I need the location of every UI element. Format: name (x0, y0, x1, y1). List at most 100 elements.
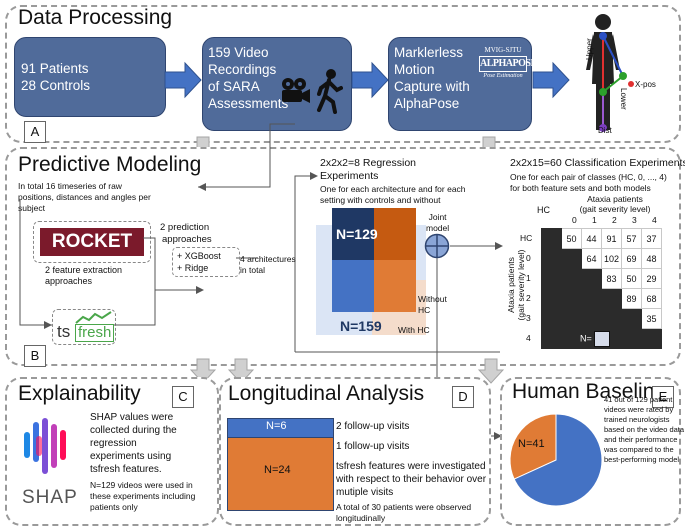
longitudinal-bar-n24 (227, 437, 334, 511)
rocket-box: ROCKET (33, 221, 151, 263)
shap-text-line4: experiments using (90, 451, 172, 462)
skeleton-dist-label: Dist (598, 126, 612, 135)
arrow-a2 (351, 61, 389, 99)
matrix-cell: 69 (621, 248, 642, 269)
patients-box: 91 Patients 28 Controls (14, 37, 166, 117)
without-hc-line2: HC (418, 305, 431, 315)
arrow-a3 (532, 61, 570, 99)
longitudinal-title: Longitudinal Analysis (228, 382, 425, 405)
shap-text-line3: regression (90, 438, 137, 449)
shap-text-line1: SHAP values were (90, 412, 174, 423)
tsfresh-sparkline-icon (75, 311, 112, 324)
intro-line1: In total 16 timeseries of raw (18, 181, 122, 191)
motion-capture-box: Marklerless Motion Capture with AlphaPos… (388, 37, 537, 131)
longitudinal-desc: tsfresh features were investigated with … (336, 460, 486, 499)
classification-desc: One for each pair of classes (HC, 0, ...… (510, 172, 667, 194)
col-label-1: 1 (592, 215, 597, 225)
human-baseline-title: Human Baseline (512, 380, 667, 403)
human-desc-line: trained neurologists (604, 415, 670, 424)
matrix-cell (541, 248, 562, 269)
n-legend-swatch (594, 331, 611, 347)
matrix-cell (541, 228, 562, 249)
matrix-cell: 57 (621, 228, 642, 249)
mocap-line4: AlphaPose (394, 96, 460, 111)
arch-line1: 4 architectures (240, 254, 296, 264)
regression-title: 2x2x2=8 Regression Experiments (320, 157, 416, 183)
explainability-title: Explainability (18, 382, 141, 405)
shap-note-line1: N=129 videos were used in (90, 480, 193, 490)
mocap-line1: Marklerless (394, 45, 464, 60)
human-desc-line: videos were rated by (604, 405, 674, 414)
col-label-0: 0 (572, 215, 577, 225)
col-label-4: 4 (652, 215, 657, 225)
matrix-cell: 68 (641, 288, 662, 309)
videos-box: 159 Video Recordings of SARA Assessments (202, 37, 352, 131)
pie-slice-rated (509, 413, 557, 480)
data-processing-title: Data Processing (18, 6, 173, 29)
reg-desc-line1: One for each architecture and for each (320, 184, 466, 194)
without-hc-line1: Without (418, 294, 447, 304)
matrix-ataxia-col-header: Ataxia patients (gait severity level) (560, 194, 670, 214)
long-desc-line2: with respect to their behavior over (336, 474, 487, 485)
cls-desc-line2: for both feature sets and both models (510, 183, 651, 193)
architectures-label: 4 architectures in total (240, 254, 296, 276)
tsfresh-box: ts fresh (52, 309, 116, 345)
matrix-cell: 64 (581, 248, 602, 269)
row-label-3: 3 (526, 313, 531, 323)
walking-person-icon (317, 69, 343, 114)
joint-model-label: Joint model (426, 212, 449, 234)
matrix-hc-col-header: HC (537, 205, 550, 215)
long-desc-line3: mutiple visits (336, 487, 394, 498)
ridge-label: + Ridge (177, 263, 209, 273)
reg-desc-line2: setting with controls and without (320, 195, 441, 205)
matrix-row: 35 (541, 308, 662, 329)
mocap-line3: Capture with (394, 79, 470, 94)
matrix-cell (581, 308, 602, 329)
long-note-line1: A total of 30 patients were observed (336, 502, 472, 512)
video-camera-icon (282, 78, 310, 103)
alphapose-logo: MVIG-SJTU ALPHAPOSE Pose Estimation (479, 46, 537, 122)
matrix-cell: 48 (641, 248, 662, 269)
joint-model-icon (424, 233, 450, 259)
row-label-4: 4 (526, 333, 531, 343)
arrow-b-to-d (228, 358, 254, 384)
human-desc-line: best-performing model (604, 455, 680, 464)
matrix-cell (601, 308, 622, 329)
n24-label: N=24 (264, 464, 291, 476)
matrix-cell (601, 288, 622, 309)
shap-description: SHAP values were collected during the re… (90, 411, 177, 476)
shap-logo-icon (24, 418, 66, 474)
body-skeleton-figure (586, 14, 634, 132)
matrix-cell: 44 (581, 228, 602, 249)
without-hc-label: Without HC (418, 294, 447, 316)
videos-line1: 159 Video (208, 45, 269, 60)
matrix-col-labels: 0 1 2 3 4 (565, 215, 665, 227)
reg-title-line1: 2x2x2=8 Regression (320, 157, 417, 169)
matrix-cell (561, 268, 582, 289)
panel-b-letter: B (24, 345, 46, 367)
regression-quad-blue (332, 260, 374, 312)
matrix-row-axis-label: Ataxia patients (gait severity level) (506, 240, 526, 330)
matrix-cell (561, 308, 582, 329)
arrow-b-to-c (190, 358, 216, 384)
predictive-modeling-title: Predictive Modeling (18, 153, 202, 176)
shap-note-line2: these experiments including (90, 491, 196, 501)
timeseries-intro: In total 16 timeseries of raw positions,… (18, 181, 151, 214)
xgboost-label: + XGBoost (177, 251, 221, 261)
n41-label: N=41 (518, 438, 545, 450)
shap-text-line2: collected during the (90, 425, 177, 436)
models-box: + XGBoost + Ridge (172, 247, 240, 277)
row-label-line1: Ataxia patients (506, 257, 516, 313)
matrix-cell: 89 (621, 288, 642, 309)
regression-quad-orange (374, 260, 416, 312)
classification-title: 2x2x15=60 Classification Experiments (510, 157, 685, 169)
pred-line1: 2 prediction (160, 222, 210, 233)
videos-line4: Assessments (208, 96, 289, 111)
arch-line2: in total (240, 265, 266, 275)
matrix-cell (541, 308, 562, 329)
matrix-cell (621, 308, 642, 329)
